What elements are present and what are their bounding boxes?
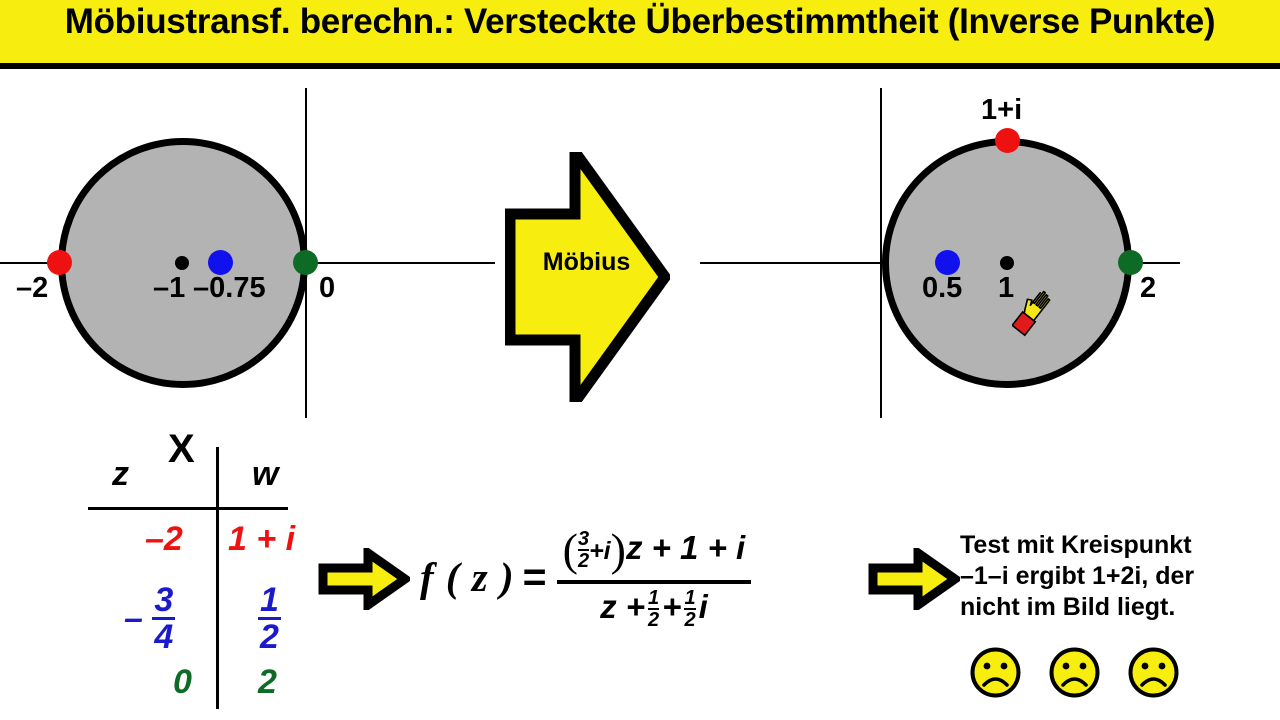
point-z-minus-0-75[interactable] xyxy=(208,250,233,275)
imaginary-axis-right xyxy=(880,88,882,418)
denominator-tail: i xyxy=(698,588,708,626)
formula-lhs: f ( z ) xyxy=(420,554,515,600)
fraction-three-quarters: 3 4 xyxy=(152,581,176,656)
arrow-to-formula xyxy=(318,544,413,614)
fraction-numerator: 3 xyxy=(154,581,174,619)
formula-fraction-bar xyxy=(556,580,752,585)
note-line-3: nicht im Bild liegt. xyxy=(960,593,1176,621)
sad-face-icon xyxy=(1047,645,1102,705)
table-cell-z-row3: 0 xyxy=(173,663,192,701)
fraction-numerator: 1 xyxy=(260,581,279,619)
denominator-mid: + xyxy=(662,588,682,626)
inner-fraction-denominator: 2 xyxy=(577,548,590,572)
label-w-1: 1 xyxy=(998,272,1015,304)
w-plane-plot: 1+i 0.5 1 2 xyxy=(700,80,1280,430)
table-cell-z-row1: –2 xyxy=(145,520,183,558)
arrow-to-note xyxy=(868,544,963,614)
zw-mapping-table: z w –2 1 + i – 3 4 1 2 0 2 xyxy=(70,445,300,710)
minus-sign-row2: – xyxy=(124,599,143,638)
table-vertical-divider xyxy=(216,447,219,709)
label-z-zero: 0 xyxy=(319,272,336,304)
fraction-denominator: 4 xyxy=(152,617,176,656)
label-z-minus-2: –2 xyxy=(16,272,49,304)
hand-cursor-icon xyxy=(1011,288,1058,340)
label-z-minus-0-75: –0.75 xyxy=(193,272,266,304)
point-w-center-1[interactable] xyxy=(1000,256,1014,270)
z-plane-plot: –2 –1 –0.75 0 X xyxy=(0,80,500,471)
point-z-zero[interactable] xyxy=(293,250,318,275)
label-z-minus-1: –1 xyxy=(153,272,186,304)
label-w-0-5: 0.5 xyxy=(922,272,963,304)
fraction-denominator: 2 xyxy=(258,617,281,656)
fraction-one-half: 1 2 xyxy=(258,583,281,654)
table-cell-w-row3: 2 xyxy=(258,663,277,701)
table-header-z: z xyxy=(112,455,129,493)
denominator-fraction-1-numerator: 1 xyxy=(648,586,660,609)
sad-face-icon xyxy=(1126,645,1181,705)
table-header-w: w xyxy=(252,455,279,493)
denominator-fraction-2-denominator: 2 xyxy=(684,607,696,631)
close-paren: ) xyxy=(610,524,626,576)
label-w-1-plus-i: 1+i xyxy=(981,94,1023,126)
formula-equals: = xyxy=(522,553,547,600)
mobius-arrow-label: Möbius xyxy=(542,248,631,276)
title-banner: Möbiustransf. berechn.: Versteckte Überb… xyxy=(0,0,1280,63)
point-z-minus-2[interactable] xyxy=(47,250,72,275)
point-w-2[interactable] xyxy=(1118,250,1143,275)
title-underline-divider xyxy=(0,63,1280,69)
test-note-panel: Test mit Kreispunkt –1–i ergibt 1+2i, de… xyxy=(960,530,1265,623)
point-w-0-5[interactable] xyxy=(935,250,960,275)
sad-face-icon xyxy=(968,645,1023,705)
numerator-tail: z + 1 + i xyxy=(625,529,746,567)
sad-face-row xyxy=(968,645,1228,705)
numerator-mid-term: +i xyxy=(589,537,611,566)
table-cell-w-row1: 1 + i xyxy=(228,520,296,558)
point-z-center-minus-1[interactable] xyxy=(175,256,189,270)
table-cell-w-row2: 1 2 xyxy=(258,583,281,656)
note-line-2: –1–i ergibt 1+2i, der xyxy=(960,562,1195,590)
open-paren: ( xyxy=(562,524,578,576)
denominator-fraction-2-numerator: 1 xyxy=(684,586,696,609)
denominator-lead: z + xyxy=(600,588,646,626)
inner-fraction-numerator: 3 xyxy=(577,527,590,550)
note-line-1: Test mit Kreispunkt xyxy=(960,531,1192,559)
denominator-fraction-1-denominator: 2 xyxy=(648,607,660,631)
label-w-2: 2 xyxy=(1140,272,1157,304)
table-cell-z-row2: – 3 4 xyxy=(124,581,176,656)
page-title: Möbiustransf. berechn.: Versteckte Überb… xyxy=(64,2,1216,41)
point-w-1-plus-i[interactable] xyxy=(995,128,1020,153)
mobius-arrow xyxy=(504,134,672,420)
x-mark-label: X xyxy=(168,427,195,471)
table-header-rule xyxy=(88,507,288,510)
